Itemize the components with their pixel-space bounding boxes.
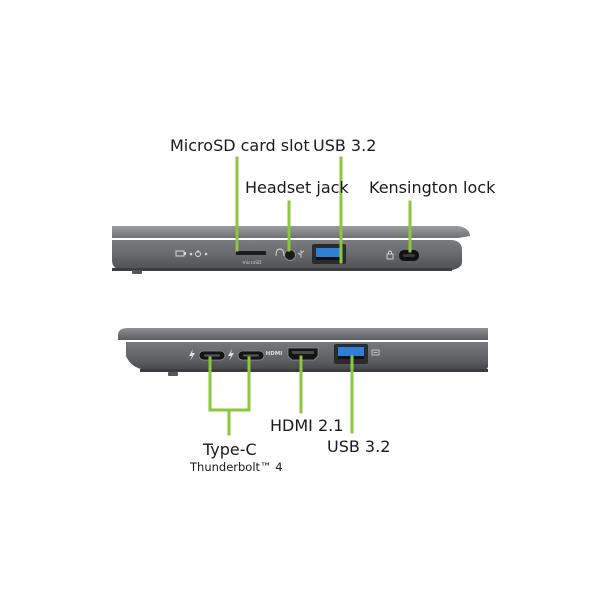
thunderbolt-icon (228, 349, 234, 361)
power-icon (195, 250, 201, 257)
usb-icon (371, 349, 380, 356)
usb-top-label: USB 3.2 (313, 136, 377, 155)
headset-icon (275, 248, 285, 257)
status-led (189, 252, 193, 256)
battery-icon (175, 250, 186, 257)
usb-icon (297, 250, 305, 258)
lock-icon (386, 250, 394, 260)
thunderbolt-icon (189, 349, 195, 361)
hdmi-label: HDMI 2.1 (270, 416, 344, 435)
foot (168, 372, 178, 376)
kensington-label: Kensington lock (369, 178, 496, 197)
foot (132, 270, 142, 274)
laptop-lid-bottom (118, 328, 488, 340)
typec-label: Type-C (203, 440, 257, 459)
microsd-logo: microSD (243, 260, 262, 266)
usb-bottom-label: USB 3.2 (327, 437, 391, 456)
laptop-lid-top (112, 226, 470, 238)
status-led-2 (204, 252, 208, 256)
microsd-label: MicroSD card slot (170, 136, 310, 155)
headset-label: Headset jack (245, 178, 349, 197)
laptop-left-side: HDMI (118, 328, 488, 376)
hdmi-logo: HDMI (266, 351, 283, 357)
callout-lines (208, 156, 412, 436)
laptop-right-side: microSD (112, 226, 470, 274)
thunderbolt-label: Thunderbolt™ 4 (190, 460, 283, 474)
microsd-slot (236, 251, 266, 255)
